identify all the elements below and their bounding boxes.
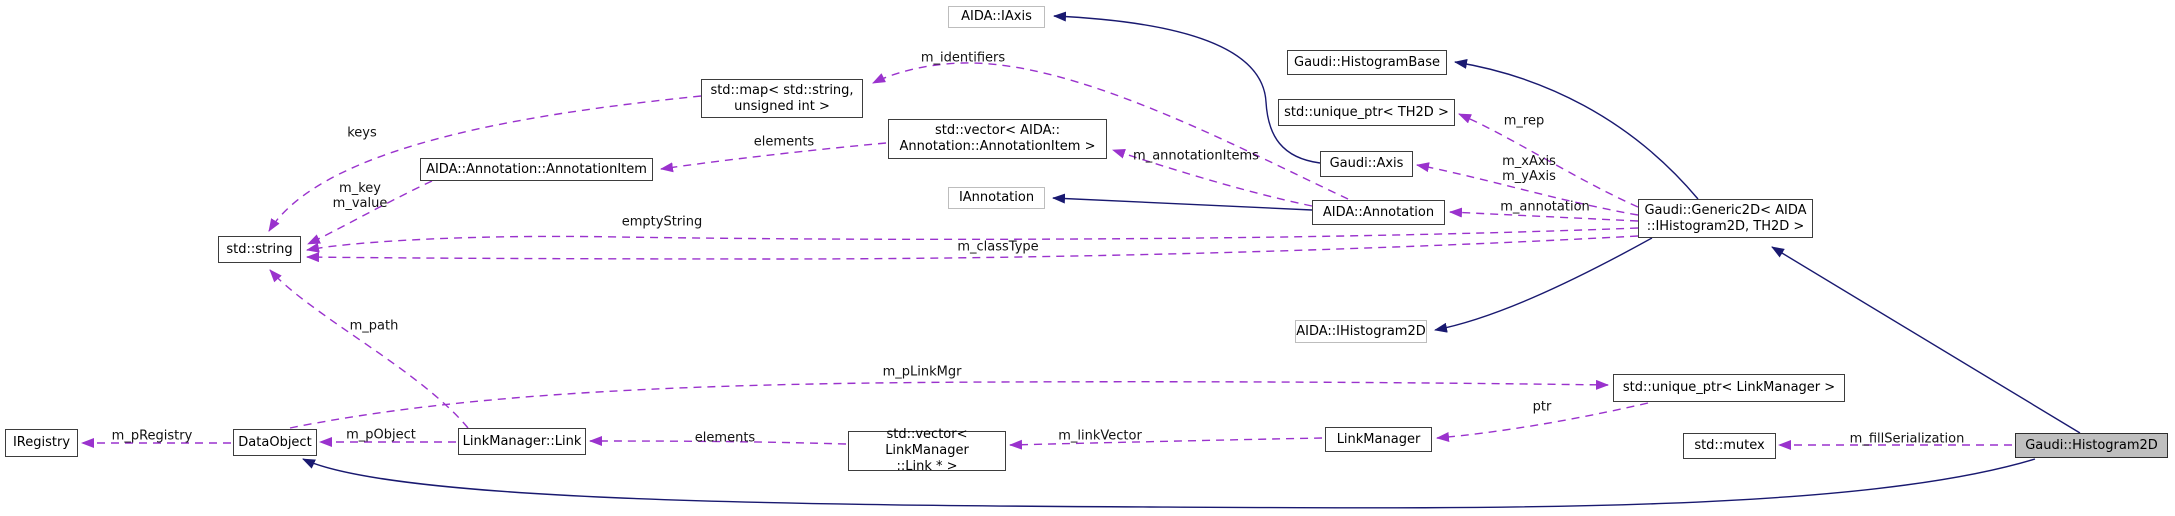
edge-inherit-histogram2d-to-generic2d [1771,246,2081,434]
node-aida-ihistogram2d: AIDA::IHistogram2D [1295,320,1427,343]
node-gaudi-axis[interactable]: Gaudi::Axis [1320,151,1413,177]
edge-use-m-annotation-items [1112,148,1313,207]
node-iregistry[interactable]: IRegistry [5,429,78,457]
edge-use-ptr [1436,402,1649,442]
edge-use-m-link-vector [1009,437,1323,450]
edge-inherit-generic2d-to-ihistogram2d [1434,237,1653,333]
node-std-mutex[interactable]: std::mutex [1683,433,1776,459]
edge-use-m-path [269,269,469,429]
node-std-vector-annotationitem[interactable]: std::vector< AIDA:: Annotation::Annotati… [888,119,1107,159]
edge-inherit-axis-to-iaxis [1053,11,1321,164]
node-linkmanager-link[interactable]: LinkManager::Link [458,428,586,455]
node-std-unique-ptr-linkmanager[interactable]: std::unique_ptr< LinkManager > [1613,374,1845,402]
node-gaudi-histogrambase[interactable]: Gaudi::HistogramBase [1287,50,1447,75]
node-aida-annotation[interactable]: AIDA::Annotation [1312,200,1445,225]
edge-use-m-rep [1458,113,1639,208]
edge-use-elements-bottom [589,436,847,447]
node-gaudi-generic2d[interactable]: Gaudi::Generic2D< AIDA ::IHistogram2D, T… [1638,199,1813,238]
node-std-unique-ptr-th2d[interactable]: std::unique_ptr< TH2D > [1278,99,1455,126]
edge-use-keys [268,95,702,232]
node-annotationitem[interactable]: AIDA::Annotation::AnnotationItem [420,158,653,181]
node-std-vector-link[interactable]: std::vector< LinkManager ::Link * > [848,427,1006,474]
edge-use-elements-top [660,142,887,173]
edge-use-m-key-value [307,180,433,245]
node-dataobject[interactable]: DataObject [233,429,317,456]
edge-use-m-annotation [1449,207,1639,222]
node-aida-iaxis: AIDA::IAxis [948,6,1045,28]
node-gaudi-histogram2d: Gaudi::Histogram2D [2015,433,2168,458]
edge-use-m-axes [1416,162,1639,216]
node-linkmanager[interactable]: LinkManager [1325,427,1432,452]
edge-use-m-p-link-mgr [289,379,1609,429]
node-iannotation: IAnnotation [948,187,1045,209]
node-std-string[interactable]: std::string [218,236,301,263]
edge-inherit-generic2d-to-histogrambase [1454,58,1699,200]
edge-inherit-histogram2d-to-dataobject [302,458,2036,509]
edge-use-empty-string [306,227,1639,253]
edge-use-m-identifiers [872,62,1349,200]
node-std-map[interactable]: std::map< std::string, unsigned int > [701,79,863,118]
edge-inherit-annotation-to-iannotation [1052,193,1313,211]
